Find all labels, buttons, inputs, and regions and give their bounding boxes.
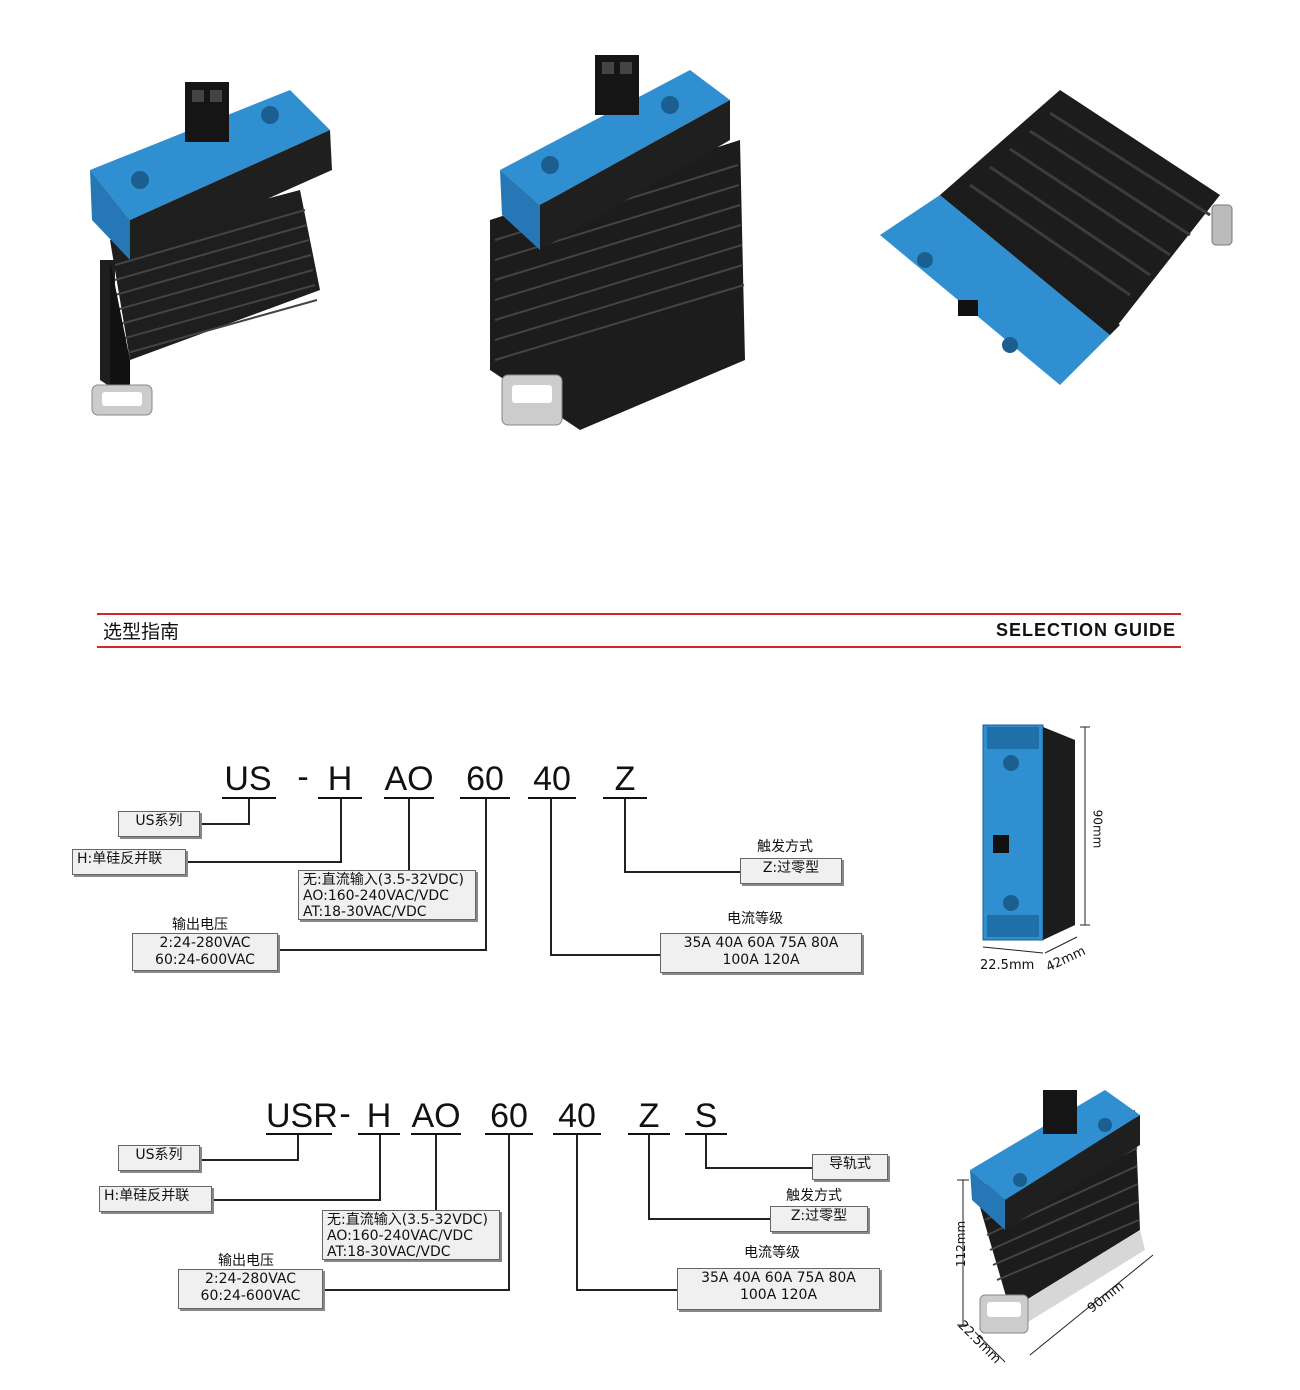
mount2-box: 导轨式 [812, 1154, 888, 1180]
code-type-underline [318, 797, 362, 799]
series2-box: US系列 [118, 1145, 200, 1171]
trigger-label: 触发方式 [757, 839, 813, 855]
code-trigger: Z [614, 760, 636, 798]
code2-input: AO [411, 1097, 461, 1135]
code2-mount: S [694, 1097, 718, 1135]
code-series-underline [222, 797, 276, 799]
code-type: H [327, 760, 353, 798]
section-title-en: SELECTION GUIDE [995, 620, 1176, 640]
current2-box: 35A 40A 60A 75A 80A 100A 120A [677, 1268, 880, 1310]
type2-box: H:单硅反并联 [99, 1186, 212, 1212]
header-bottom-rule [97, 646, 1181, 648]
code2-current: 40 [558, 1097, 596, 1135]
code2-input-underline [411, 1133, 461, 1135]
input-line-3: AT:18-30VAC/VDC [303, 904, 427, 920]
code-voltage-underline [460, 797, 510, 799]
front-view-diagram [982, 724, 1090, 954]
side-height-dim: 112mm [954, 1220, 969, 1268]
code2-voltage-underline [485, 1133, 533, 1135]
header-top-rule [97, 613, 1181, 615]
code2-trigger-underline [628, 1133, 670, 1135]
side-view-diagram [957, 1090, 1154, 1363]
voltage-line-2: 60:24-600VAC [155, 952, 255, 968]
code2-type: H [366, 1097, 392, 1135]
input2-box: 无:直流输入(3.5-32VDC) AO:160-240VAC/VDC AT:1… [322, 1210, 500, 1260]
code2-trigger: Z [638, 1097, 660, 1135]
type-box: H:单硅反并联 [72, 849, 186, 875]
series-box: US系列 [118, 811, 200, 837]
code2-mount-underline [685, 1133, 727, 1135]
front-width-dim: 22.5mm [980, 958, 1035, 973]
voltage2-label: 输出电压 [218, 1253, 274, 1269]
product-photo-2 [490, 55, 745, 430]
code-current-underline [528, 797, 576, 799]
code-input-underline [384, 797, 434, 799]
input-box: 无:直流输入(3.5-32VDC) AO:160-240VAC/VDC AT:1… [298, 870, 476, 920]
code2-type-underline [358, 1133, 400, 1135]
voltage-box: 2:24-280VAC 60:24-600VAC [132, 933, 278, 971]
code2-voltage: 60 [490, 1097, 528, 1135]
voltage2-line-1: 2:24-280VAC [205, 1271, 296, 1287]
product-photo-3 [880, 90, 1233, 385]
code-dash: - [297, 758, 309, 796]
current-box: 35A 40A 60A 75A 80A 100A 120A [660, 933, 862, 973]
trigger2-label: 触发方式 [786, 1188, 842, 1204]
current2-line-2: 100A 120A [739, 1287, 818, 1303]
voltage-label: 输出电压 [172, 917, 228, 933]
code-input: AO [384, 760, 434, 798]
code-series: US [224, 760, 272, 798]
input-line-1: 无:直流输入(3.5-32VDC) [303, 872, 464, 888]
code2-dash: - [339, 1095, 351, 1133]
voltage2-box: 2:24-280VAC 60:24-600VAC [178, 1269, 323, 1309]
section-title-cn: 选型指南 [103, 621, 180, 643]
code2-current-underline [553, 1133, 601, 1135]
input2-line-3: AT:18-30VAC/VDC [327, 1244, 451, 1260]
current2-label: 电流等级 [744, 1245, 800, 1261]
voltage2-line-2: 60:24-600VAC [200, 1288, 301, 1304]
code-current: 40 [533, 760, 571, 798]
input2-line-1: 无:直流输入(3.5-32VDC) [327, 1212, 488, 1228]
code2-series-underline [266, 1133, 332, 1135]
code2-series: USR [266, 1097, 338, 1135]
input2-line-2: AO:160-240VAC/VDC [327, 1228, 473, 1244]
current2-line-1: 35A 40A 60A 75A 80A [701, 1270, 856, 1286]
code-voltage: 60 [466, 760, 504, 798]
trigger2-box: Z:过零型 [770, 1206, 868, 1232]
current-label: 电流等级 [727, 911, 783, 927]
current-line-1: 35A 40A 60A 75A 80A [683, 935, 839, 951]
code-trigger-underline [603, 797, 647, 799]
trigger-box: Z:过零型 [740, 858, 842, 884]
input-line-2: AO:160-240VAC/VDC [303, 888, 449, 904]
product-photo-1 [90, 82, 332, 416]
voltage-line-1: 2:24-280VAC [159, 935, 251, 951]
current-line-2: 100A 120A [722, 952, 800, 968]
